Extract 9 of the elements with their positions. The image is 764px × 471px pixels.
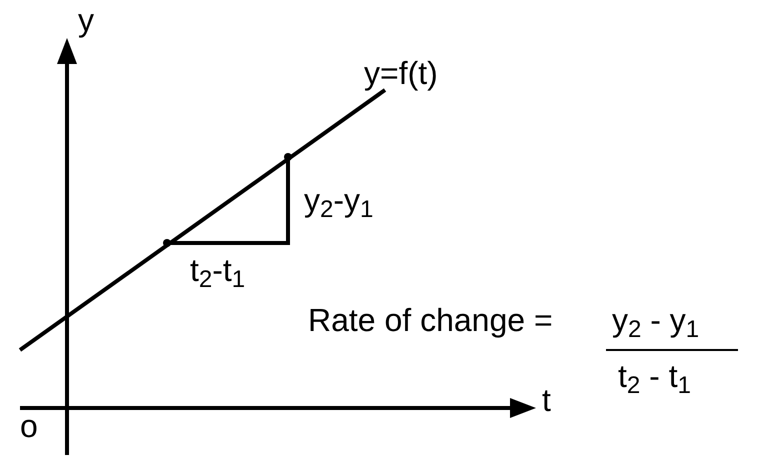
denominator-text: t$_{2}$ - t$_{1}$ [618,358,691,394]
formula-text: Rate of change = [308,302,553,338]
axis-label: t [542,382,551,418]
run-label: t$_{2}$-t$_{1}$ [190,252,246,288]
axis-label: y [78,2,94,38]
origin-label: o [20,408,38,444]
rise-label: y$_{2}$-y$_{1}$ [304,182,374,218]
numerator-text: y$_{2}$ - y$_{1}$ [612,302,700,338]
function-label: y=f(t) [364,55,438,91]
